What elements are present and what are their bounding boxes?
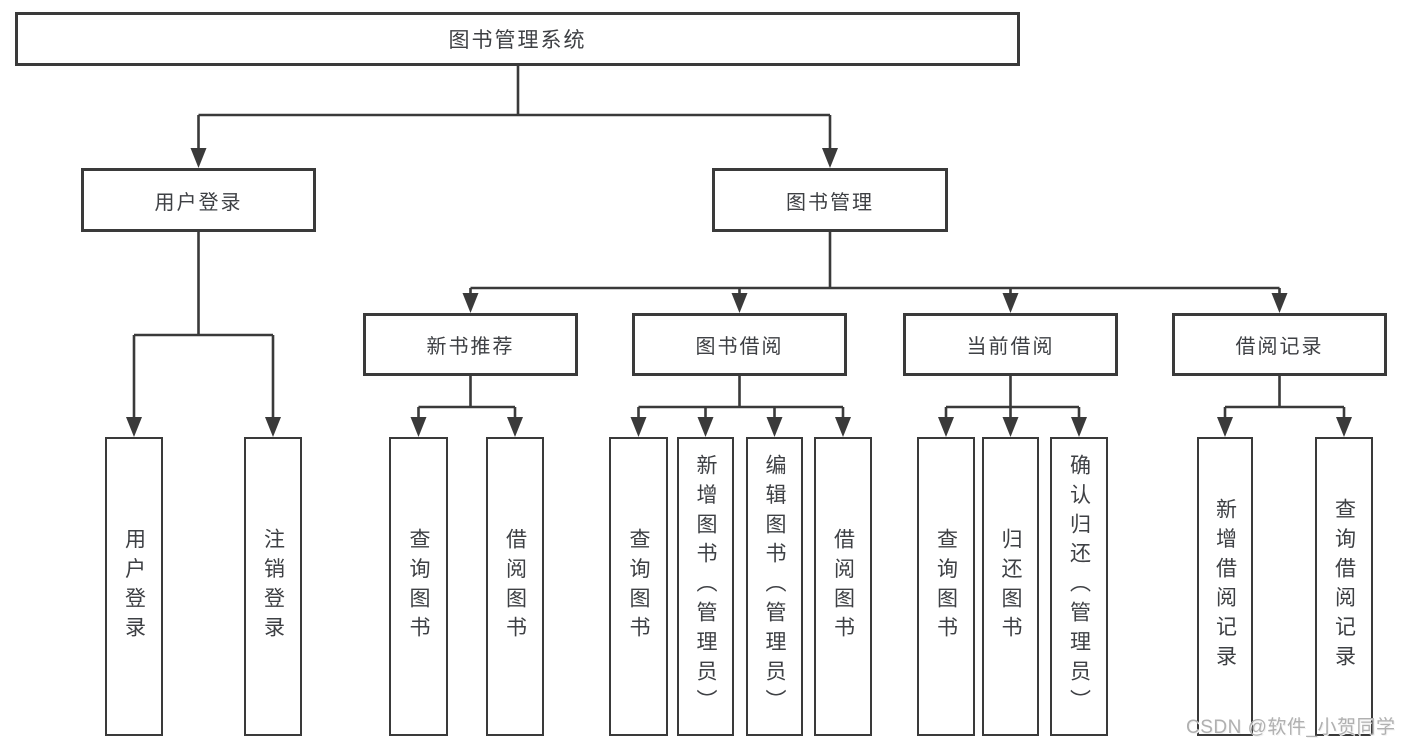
leaf-add-book-admin: 新增图书（管理员） — [677, 437, 734, 736]
node-new-book-recommend: 新书推荐 — [363, 313, 578, 376]
leaf-label: 新增图书（管理员） — [694, 454, 717, 719]
leaf-borrow-books: 借阅图书 — [814, 437, 872, 736]
arrowheads — [126, 148, 1352, 437]
leaf-add-borrow-record: 新增借阅记录 — [1197, 437, 1253, 736]
leaf-user-login: 用户登录 — [105, 437, 163, 736]
node-label: 当前借阅 — [966, 336, 1055, 358]
node-library-management-system: 图书管理系统 — [15, 12, 1020, 66]
node-current-borrow: 当前借阅 — [903, 313, 1118, 376]
leaf-edit-book-admin: 编辑图书（管理员） — [746, 437, 803, 736]
node-label: 新书推荐 — [426, 336, 515, 358]
leaf-return-book: 归还图书 — [982, 437, 1039, 736]
leaf-label: 借阅图书 — [831, 527, 855, 646]
leaf-label: 新增借阅记录 — [1213, 498, 1237, 675]
node-label: 图书管理 — [786, 191, 874, 214]
leaf-query-books-borrow: 查询图书 — [609, 437, 668, 736]
node-label: 借阅记录 — [1235, 336, 1324, 358]
csdn-watermark: CSDN @软件_小贺同学 — [1186, 717, 1396, 738]
leaf-query-books-current: 查询图书 — [917, 437, 975, 736]
node-book-management: 图书管理 — [712, 168, 948, 232]
leaf-label: 查询图书 — [627, 527, 650, 646]
leaf-label: 编辑图书（管理员） — [763, 454, 786, 719]
node-label: 图书管理系统 — [448, 29, 587, 52]
node-user-login: 用户登录 — [81, 168, 316, 232]
leaf-label: 确认归还（管理员） — [1067, 454, 1091, 719]
leaf-label: 查询借阅记录 — [1332, 498, 1356, 675]
leaf-label: 查询图书 — [934, 527, 958, 646]
leaf-label: 归还图书 — [999, 527, 1022, 646]
leaf-label: 借阅图书 — [503, 527, 527, 646]
leaf-borrow-books-recommend: 借阅图书 — [486, 437, 544, 736]
leaf-confirm-return-admin: 确认归还（管理员） — [1050, 437, 1108, 736]
leaf-query-borrow-record: 查询借阅记录 — [1315, 437, 1373, 736]
leaf-label: 用户登录 — [122, 527, 146, 646]
leaf-label: 注销登录 — [261, 527, 285, 646]
leaf-query-books-recommend: 查询图书 — [389, 437, 448, 736]
leaf-label: 查询图书 — [407, 527, 430, 646]
node-book-borrow: 图书借阅 — [632, 313, 847, 376]
node-label: 用户登录 — [154, 191, 243, 214]
node-borrow-records: 借阅记录 — [1172, 313, 1387, 376]
leaf-logout-login: 注销登录 — [244, 437, 302, 736]
node-label: 图书借阅 — [695, 336, 784, 358]
